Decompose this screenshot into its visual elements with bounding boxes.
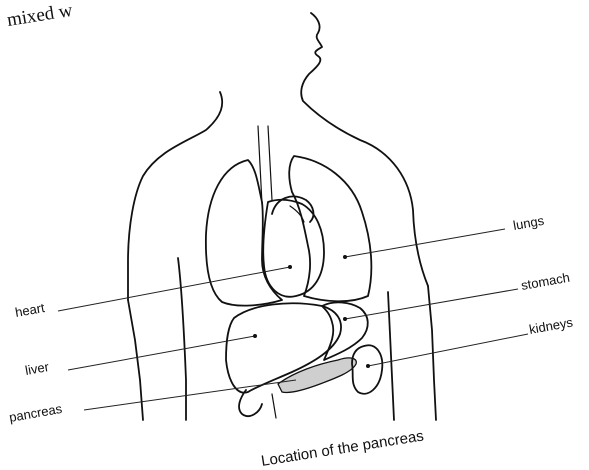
- lungs-organ: [206, 156, 371, 306]
- label-heart: heart: [14, 300, 46, 320]
- leader-dots: [253, 255, 370, 368]
- caption: Location of the pancreas: [260, 427, 425, 469]
- label-pancreas: pancreas: [8, 401, 64, 425]
- kidneys-leader: [368, 334, 528, 366]
- label-liver: liver: [24, 359, 51, 378]
- pancreas-leader: [84, 380, 296, 410]
- label-stomach: stomach: [520, 270, 571, 293]
- body-outline: [128, 13, 436, 420]
- pancreas-organ: [278, 358, 356, 393]
- label-lungs: lungs: [512, 213, 546, 233]
- heart-organ: [263, 196, 324, 296]
- stomach-leader: [345, 289, 518, 319]
- stomach-organ: [322, 302, 368, 360]
- label-kidneys: kidneys: [528, 314, 575, 337]
- top-text-fragment: mixed w: [5, 0, 74, 31]
